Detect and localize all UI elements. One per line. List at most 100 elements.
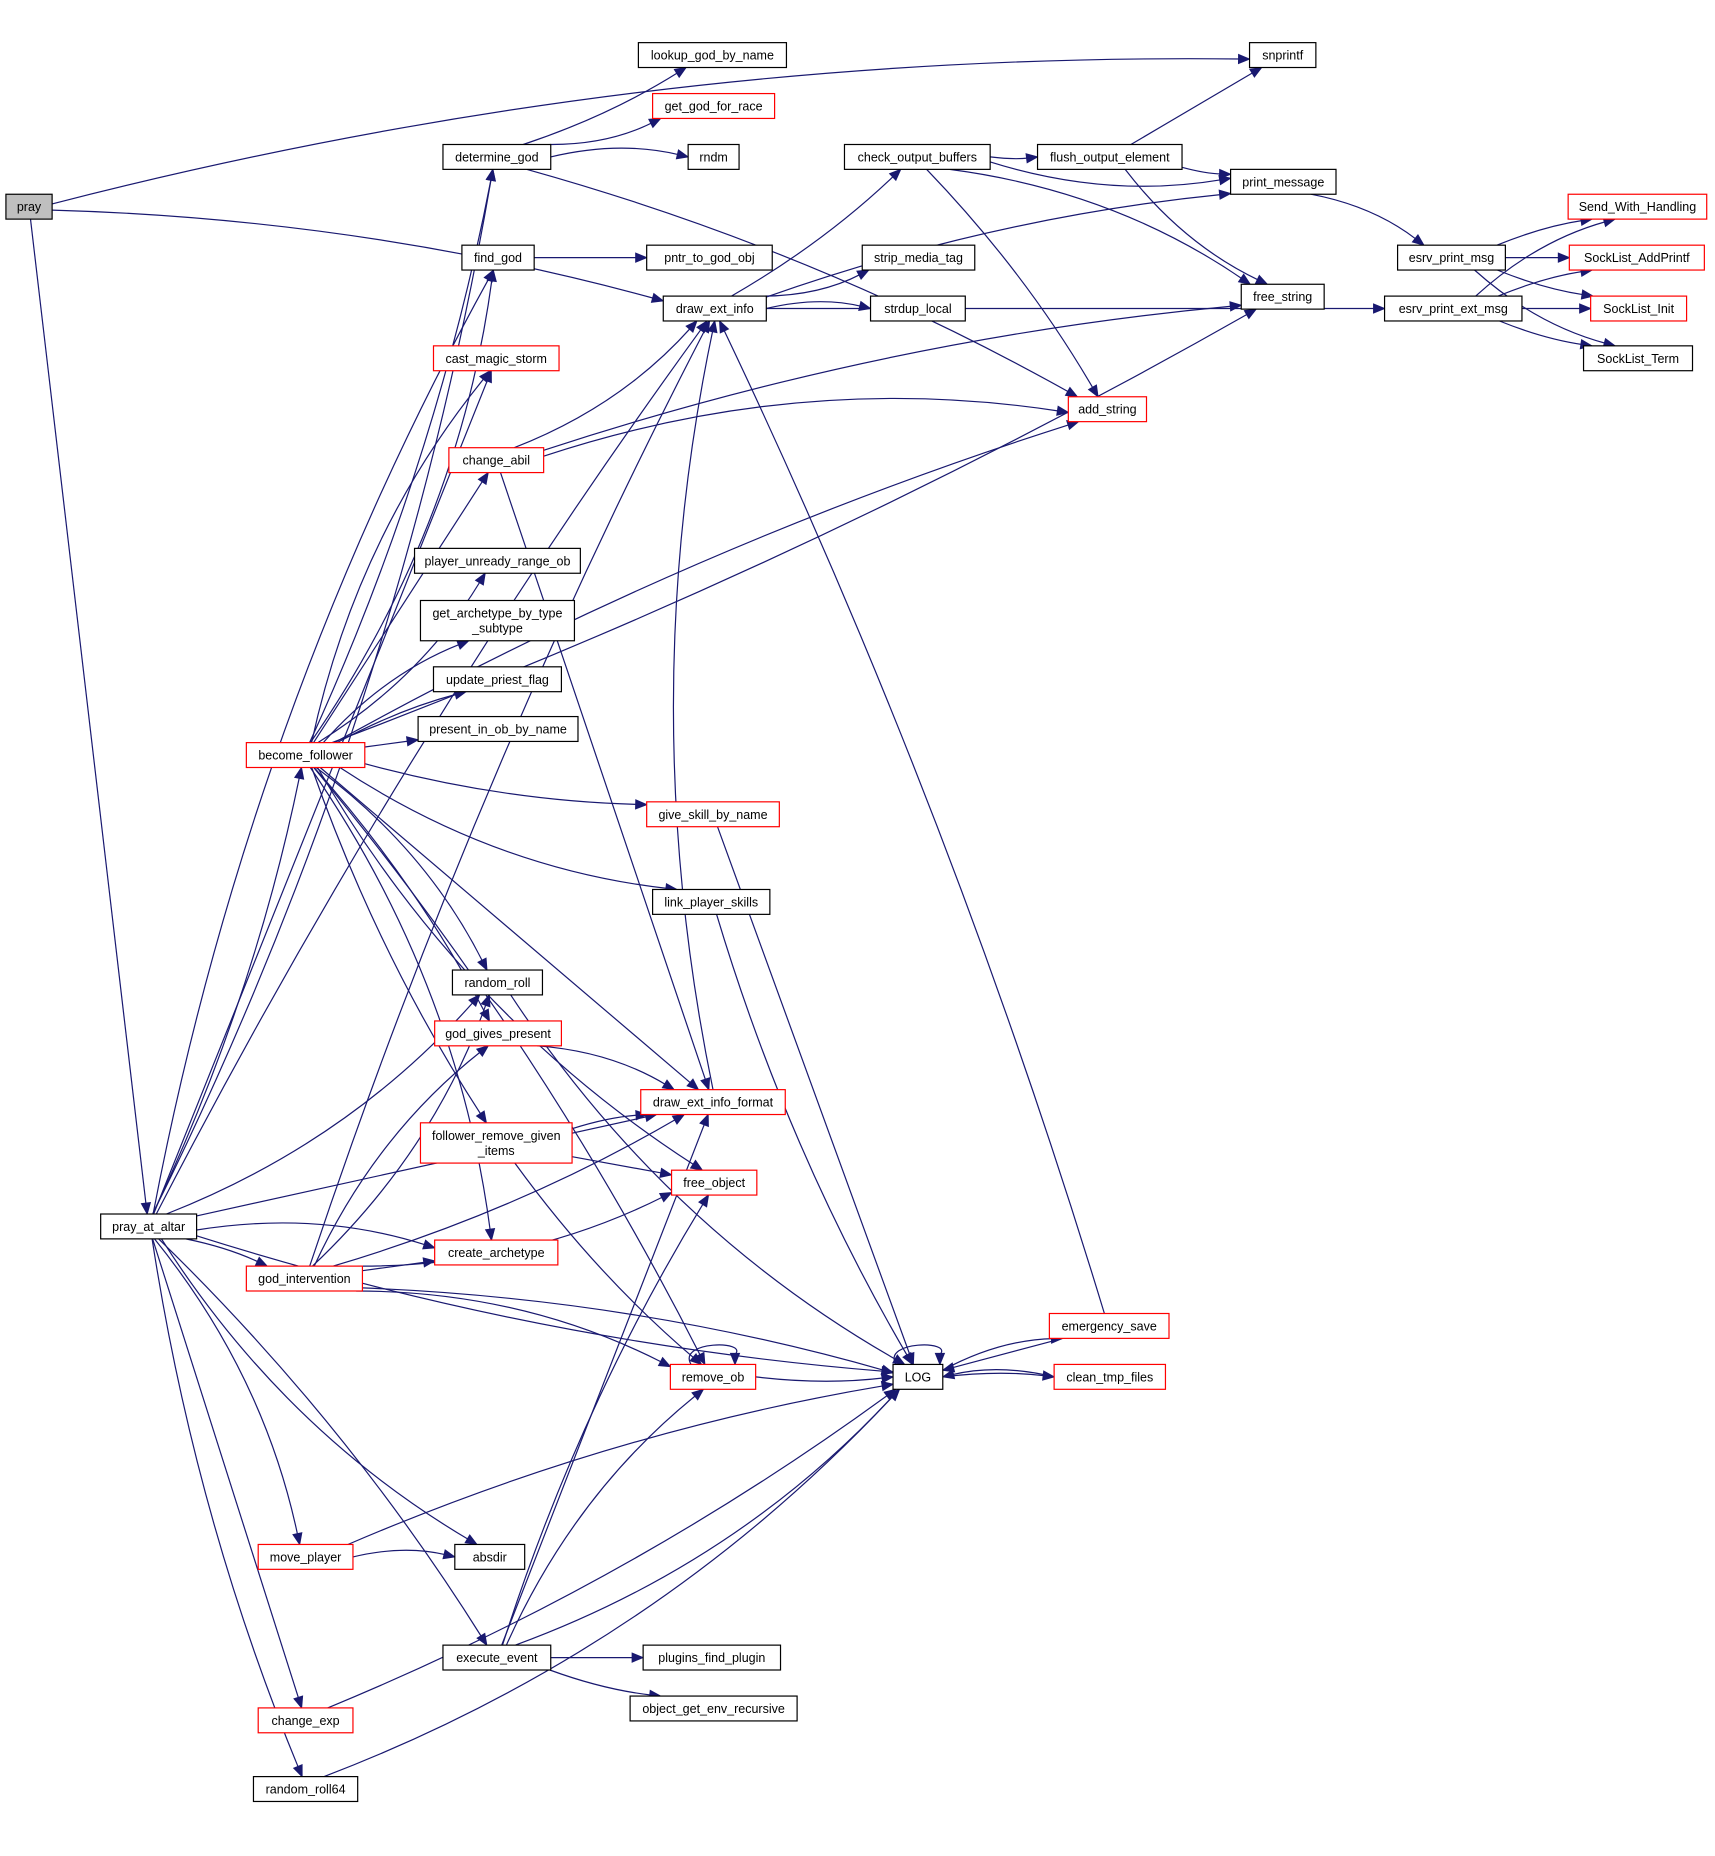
node-box[interactable] [442, 143, 552, 170]
node-god_gives_present[interactable]: god_gives_present [434, 1020, 563, 1047]
node-box[interactable] [670, 1169, 758, 1196]
node-box[interactable] [1396, 244, 1506, 271]
node-esrv_print_msg[interactable]: esrv_print_msg [1396, 244, 1506, 271]
node-box[interactable] [652, 92, 776, 120]
node-box[interactable] [432, 345, 560, 372]
node-random_roll64[interactable]: random_roll64 [252, 1775, 359, 1803]
node-update_priest_flag[interactable]: update_priest_flag [432, 666, 563, 693]
node-determine_god[interactable]: determine_god [442, 143, 552, 170]
node-box[interactable] [1036, 143, 1183, 170]
node-box[interactable] [451, 969, 544, 996]
node-draw_ext_info_format[interactable]: draw_ext_info_format [640, 1089, 786, 1116]
node-cast_magic_storm[interactable]: cast_magic_storm [432, 345, 560, 372]
node-draw_ext_info[interactable]: draw_ext_info [662, 295, 767, 322]
node-object_get_env_recursive[interactable]: object_get_env_recursive [629, 1695, 798, 1722]
node-box[interactable] [419, 599, 576, 642]
node-plugins_find_plugin[interactable]: plugins_find_plugin [642, 1644, 782, 1671]
node-print_message[interactable]: print_message [1229, 168, 1337, 195]
node-find_god[interactable]: find_god [461, 244, 535, 271]
node-box[interactable] [1229, 168, 1337, 195]
node-emergency_save[interactable]: emergency_save [1048, 1312, 1170, 1339]
node-give_skill_by_name[interactable]: give_skill_by_name [646, 801, 780, 828]
node-box[interactable] [1248, 42, 1317, 69]
node-become_follower[interactable]: become_follower [245, 742, 366, 769]
node-change_exp[interactable]: change_exp [257, 1707, 354, 1734]
node-present_in_ob_by_name[interactable]: present_in_ob_by_name [417, 715, 579, 743]
node-esrv_print_ext_msg[interactable]: esrv_print_ext_msg [1383, 295, 1523, 322]
node-pray_at_altar[interactable]: pray_at_altar [100, 1213, 198, 1240]
node-flush_output_element[interactable]: flush_output_element [1036, 143, 1183, 170]
node-SockList_AddPrintf[interactable]: SockList_AddPrintf [1568, 244, 1705, 271]
node-box[interactable] [629, 1695, 798, 1722]
node-box[interactable] [454, 1543, 526, 1570]
node-box[interactable] [461, 244, 535, 271]
node-add_string[interactable]: add_string [1067, 396, 1148, 423]
node-get_god_for_race[interactable]: get_god_for_race [652, 92, 776, 120]
node-clean_tmp_files[interactable]: clean_tmp_files [1053, 1363, 1167, 1390]
node-link_player_skills[interactable]: link_player_skills [652, 888, 771, 915]
node-change_abil[interactable]: change_abil [448, 447, 545, 474]
node-box[interactable] [892, 1363, 944, 1390]
node-box[interactable] [1582, 345, 1694, 372]
node-box[interactable] [1567, 193, 1708, 220]
node-box[interactable] [869, 295, 966, 322]
node-player_unready_range_ob[interactable]: player_unready_range_ob [413, 547, 581, 574]
node-free_object[interactable]: free_object [670, 1169, 758, 1196]
node-follower_remove_given_items[interactable]: follower_remove_given_items [419, 1122, 573, 1164]
node-random_roll[interactable]: random_roll [451, 969, 544, 996]
node-pray[interactable]: pray [5, 193, 53, 220]
node-Send_With_Handling[interactable]: Send_With_Handling [1567, 193, 1708, 220]
node-box[interactable] [448, 447, 545, 474]
node-box[interactable] [442, 1644, 552, 1671]
node-box[interactable] [669, 1363, 757, 1390]
node-box[interactable] [640, 1089, 786, 1116]
node-box[interactable] [637, 42, 788, 69]
node-box[interactable] [646, 801, 780, 828]
node-rndm[interactable]: rndm [687, 143, 740, 170]
node-LOG[interactable]: LOG [892, 1363, 944, 1390]
node-box[interactable] [252, 1775, 359, 1803]
node-box[interactable] [413, 547, 581, 574]
node-remove_ob[interactable]: remove_ob [669, 1363, 757, 1390]
node-get_archetype_by_type_subtype[interactable]: get_archetype_by_type_subtype [419, 599, 576, 642]
node-box[interactable] [1048, 1312, 1170, 1339]
node-box[interactable] [652, 888, 771, 915]
node-create_archetype[interactable]: create_archetype [434, 1239, 559, 1266]
node-box[interactable] [245, 742, 366, 769]
node-box[interactable] [642, 1644, 782, 1671]
node-strdup_local[interactable]: strdup_local [869, 295, 966, 322]
node-execute_event[interactable]: execute_event [442, 1644, 552, 1671]
node-box[interactable] [434, 1239, 559, 1266]
node-move_player[interactable]: move_player [257, 1543, 354, 1570]
node-snprintf[interactable]: snprintf [1248, 42, 1317, 69]
node-box[interactable] [646, 244, 773, 271]
node-box[interactable] [432, 666, 563, 693]
node-box[interactable] [417, 715, 579, 743]
node-box[interactable] [1568, 244, 1705, 271]
node-box[interactable] [434, 1020, 563, 1047]
node-box[interactable] [662, 295, 767, 322]
node-box[interactable] [687, 143, 740, 170]
node-SockList_Term[interactable]: SockList_Term [1582, 345, 1694, 372]
node-lookup_god_by_name[interactable]: lookup_god_by_name [637, 42, 788, 69]
node-SockList_Init[interactable]: SockList_Init [1590, 295, 1688, 322]
node-god_intervention[interactable]: god_intervention [245, 1265, 364, 1292]
node-box[interactable] [257, 1543, 354, 1570]
node-box[interactable] [5, 193, 53, 220]
node-box[interactable] [245, 1265, 364, 1292]
node-pntr_to_god_obj[interactable]: pntr_to_god_obj [646, 244, 773, 271]
node-box[interactable] [861, 244, 976, 271]
node-strip_media_tag[interactable]: strip_media_tag [861, 244, 976, 271]
node-absdir[interactable]: absdir [454, 1543, 526, 1570]
node-box[interactable] [1383, 295, 1523, 322]
node-box[interactable] [257, 1707, 354, 1734]
node-box[interactable] [100, 1213, 198, 1240]
node-free_string[interactable]: free_string [1240, 283, 1325, 310]
node-box[interactable] [1590, 295, 1688, 322]
node-check_output_buffers[interactable]: check_output_buffers [843, 143, 991, 170]
node-box[interactable] [1067, 396, 1148, 423]
node-box[interactable] [843, 143, 991, 170]
node-box[interactable] [1053, 1363, 1167, 1390]
node-box[interactable] [419, 1122, 573, 1164]
node-box[interactable] [1240, 283, 1325, 310]
